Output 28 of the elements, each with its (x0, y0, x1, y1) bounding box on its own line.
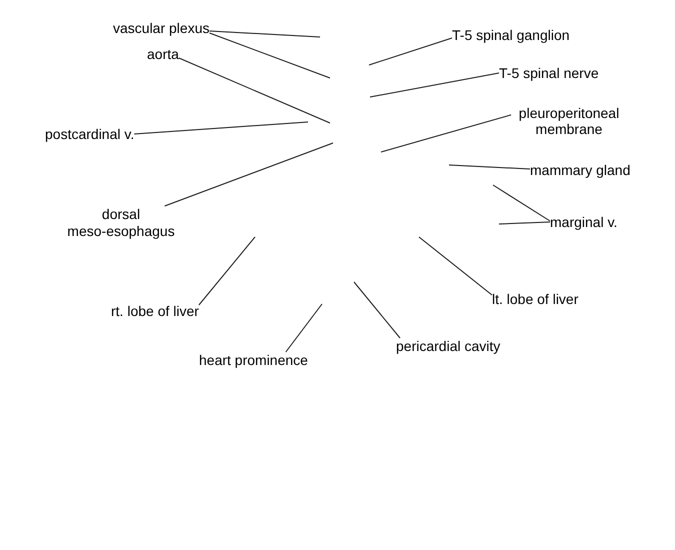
leader-line (354, 282, 400, 338)
part-label: mammary gland (530, 162, 630, 179)
part-label: rt. lobe of liver (111, 303, 199, 320)
part-label: marginal v. (550, 214, 618, 231)
leader-line (498, 222, 550, 224)
leader-line (285, 304, 322, 352)
part-label: dorsal meso-esophagus (61, 206, 181, 240)
part-label: T-5 spinal ganglion (452, 27, 570, 44)
part-label: vascular plexus (113, 20, 210, 37)
leader-line (492, 184, 550, 222)
part-label: heart prominence (199, 352, 308, 369)
leader-line (198, 236, 256, 306)
part-label: pericardial cavity (396, 338, 500, 355)
part-label: postcardinal v. (45, 126, 134, 143)
part-label: T-5 spinal nerve (499, 65, 599, 82)
leader-line (209, 32, 330, 78)
leader-line (134, 122, 308, 134)
leader-line (209, 30, 320, 38)
leader-line (418, 236, 492, 296)
part-label: lt. lobe of liver (492, 291, 578, 308)
leader-line (370, 72, 500, 98)
leader-line (448, 164, 530, 170)
part-label: aorta (147, 46, 179, 63)
part-label: pleuroperitoneal membrane (511, 105, 627, 137)
leader-line (178, 58, 330, 124)
leader-line (368, 38, 452, 66)
leader-line (164, 142, 334, 206)
leader-line (380, 114, 512, 152)
